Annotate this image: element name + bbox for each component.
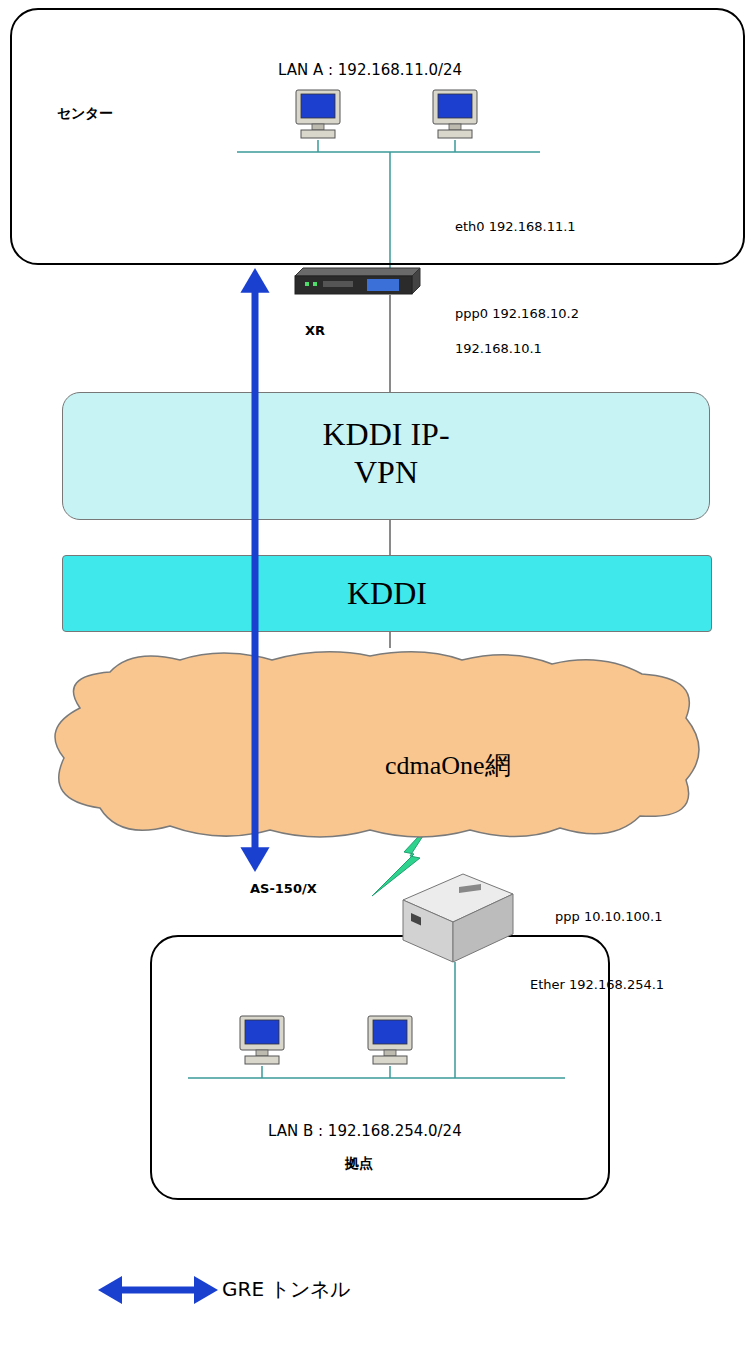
terminal-device: AS-150/X [245,872,517,964]
node-heading-holder: AS-150/X [250,878,317,897]
interface-address: ppp 10.10.100.1 [555,909,662,925]
access-line [390,348,391,392]
node-heading: LAN B : 192.168.254.0/24 [268,1122,462,1140]
lan-a-network [237,140,540,268]
router-icon [248,268,425,348]
node-heading: AS-150/X [250,881,317,897]
access-line [390,632,391,648]
interface-address: 192.168.10.1 [455,341,542,357]
network-cloud: cdmaOne網 [40,648,705,842]
interface-address-holder: ppp 10.10.100.1 [555,906,662,925]
node-heading-holder: LAN A : 192.168.11.0/24 [278,60,462,79]
interface-address-holder: eth0 192.168.11.1 [455,216,576,235]
node-label: センター [57,105,113,122]
legend-label: GRE トンネル [222,1277,350,1301]
interface-address: Ether 192.168.254.1 [530,977,664,993]
access-line [390,520,391,555]
node-heading-holder: cdmaOne網 [385,750,511,781]
node-label-holder: センター [57,103,113,122]
node-heading: KDDI IP-VPN [311,415,461,492]
node-heading: XR [305,323,325,339]
interface-address: eth0 192.168.11.1 [455,219,576,235]
node-label: 拠点 [345,1155,373,1172]
site-box: LAN A : 192.168.11.0/24 センター [10,8,745,265]
node-label-holder: 拠点 [345,1153,373,1172]
terminal-adapter-icon [395,868,517,964]
router: XR [248,268,425,348]
pc-icon [240,1016,412,1064]
node-heading-holder: KDDI IP-VPN [63,415,709,492]
network-band: KDDI [62,555,712,632]
node-heading-holder: LAN B : 192.168.254.0/24 [268,1121,462,1140]
node-heading: KDDI [347,574,427,612]
lan-b-network [188,962,565,1078]
site-box: LAN B : 192.168.254.0/24 拠点 [150,935,610,1200]
node-heading-holder: XR [305,320,325,339]
network-box: KDDI IP-VPN [62,392,710,520]
node-heading-holder: KDDI [63,574,711,612]
interface-address: ppp0 192.168.10.2 [455,306,579,322]
interface-address-holder: Ether 192.168.254.1 [530,974,664,993]
interface-address-holder: ppp0 192.168.10.2 [455,303,579,322]
pc-icon [296,90,477,138]
interface-address-holder: 192.168.10.1 [455,338,542,357]
cloud-shape [40,648,705,842]
node-heading: LAN A : 192.168.11.0/24 [278,61,462,79]
legend-arrow [92,1270,232,1310]
legend-label-holder: GRE トンネル [222,1277,350,1301]
node-heading: cdmaOne網 [385,750,511,781]
